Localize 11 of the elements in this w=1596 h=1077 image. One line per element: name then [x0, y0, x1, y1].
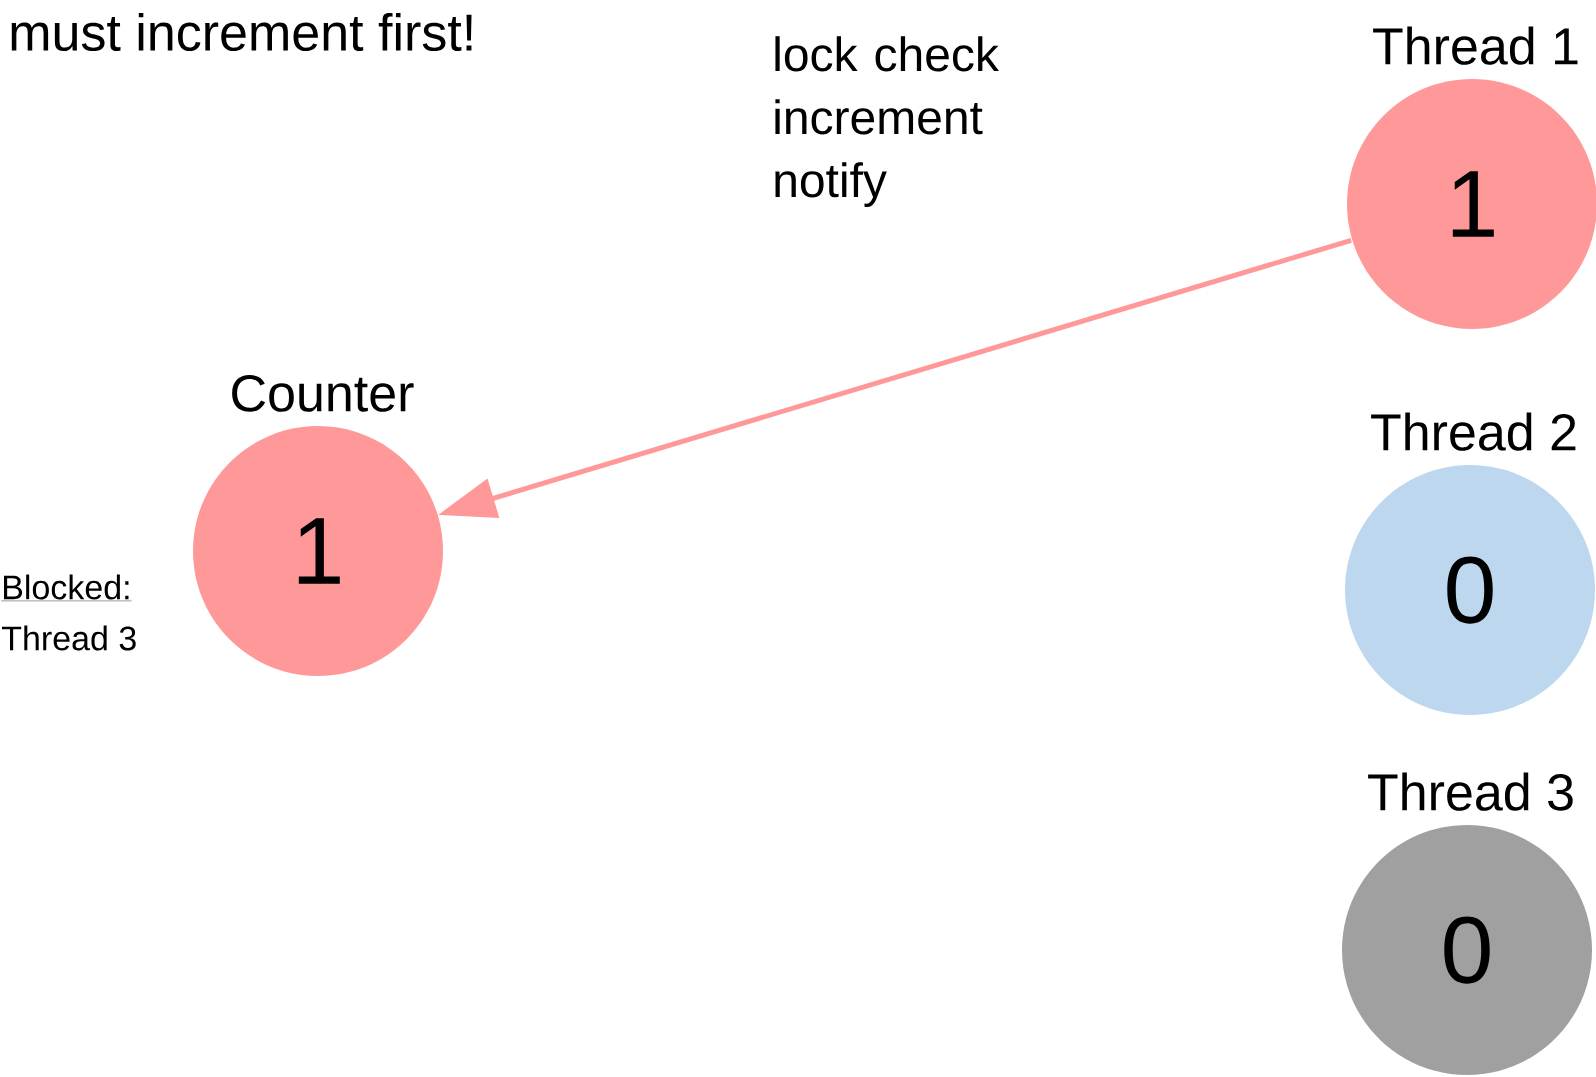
circle-node: 0: [1342, 825, 1592, 1075]
side-note: Thread 3: [1, 625, 136, 651]
circle-node: 0: [1345, 465, 1595, 715]
node-heading: Thread 1: [1373, 26, 1578, 65]
node-heading: Thread 2: [1371, 412, 1576, 451]
node-heading: Counter: [232, 375, 414, 412]
title-text: must increment first!: [11, 12, 472, 52]
step-list: lock check increment notify: [775, 36, 999, 207]
circle-node: 1: [193, 426, 443, 676]
node-heading: Thread 3: [1368, 772, 1573, 811]
side-note: Blocked:: [1, 574, 132, 602]
